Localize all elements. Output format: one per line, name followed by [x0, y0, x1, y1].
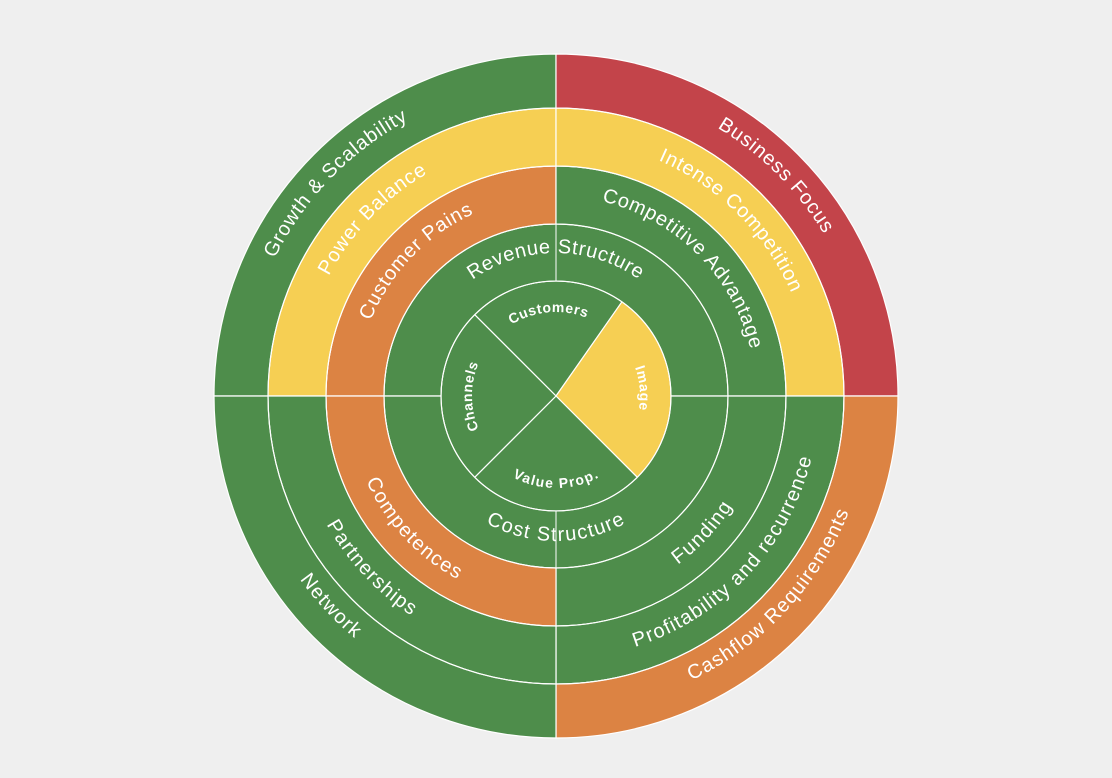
ring-boundary — [383, 223, 729, 569]
divider-lines — [214, 54, 898, 738]
label-channels: Channels — [459, 358, 482, 434]
label-image: Image — [632, 363, 653, 412]
ring-boundary — [267, 107, 845, 685]
ring-segments — [213, 53, 899, 739]
ring-boundary — [325, 165, 787, 627]
ring-boundary — [440, 280, 672, 512]
